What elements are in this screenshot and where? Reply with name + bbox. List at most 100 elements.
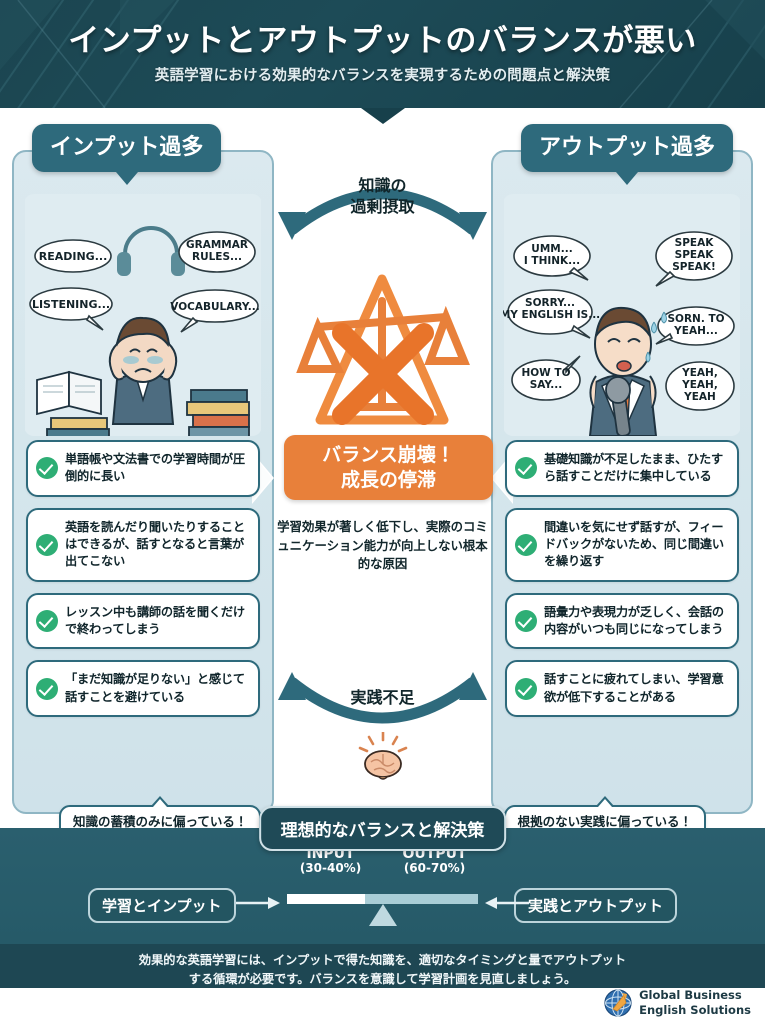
svg-text:RULES...: RULES...	[192, 251, 242, 263]
practice-output-pill[interactable]: 実践とアウトプット	[513, 888, 677, 923]
bottom-curved-arrow	[278, 672, 487, 724]
svg-text:YEAH...: YEAH...	[673, 325, 718, 337]
right-illustration: UMM... I THINK... SPEAK SPEAK SPEAK! SOR…	[503, 194, 741, 436]
speech-bubble-speak: SPEAK SPEAK SPEAK!	[655, 231, 733, 287]
input-percentage: (30-40%)	[299, 861, 362, 876]
center-note: 学習効果が著しく低下し、実際のコミュニケーション能力が向上しない根本的な原因	[277, 519, 488, 572]
brand-logo: Global Business English Solutions	[604, 988, 751, 1017]
check-circle-icon	[36, 533, 58, 556]
balance-bar-zone: INPUT (30-40%) OUTPUT (60-70%)	[287, 846, 478, 926]
speech-bubble-sorn-to-yeah: SORN. TO YEAH...	[655, 306, 735, 346]
book-stack-right	[186, 389, 250, 436]
open-book-left	[36, 370, 102, 416]
svg-text:SORN. TO: SORN. TO	[667, 313, 724, 325]
nervous-speaker-with-microphone-illustration: UMM... I THINK... SPEAK SPEAK SPEAK! SOR…	[503, 194, 740, 436]
broken-balance-scale-icon	[296, 274, 470, 425]
svg-text:HOW TO: HOW TO	[521, 367, 570, 379]
top-curved-arrow	[278, 188, 487, 240]
balance-collapse-line2: 成長の停滞	[340, 468, 436, 491]
list-item[interactable]: 英語を読んだり聞いたりすることはできるが、話すとなると言葉が出てこない	[26, 507, 260, 582]
brand-line1: Global Business	[639, 988, 742, 1002]
center-column: 知識の 過剰摂取 バ	[276, 150, 493, 810]
list-item-label: 「まだ知識が足りない」と感じて話すことを避けている	[65, 672, 245, 704]
header-decoration-lines	[0, 0, 765, 108]
page-subtitle: 英語学習における効果的なバランスを実現するための問題点と解決策	[154, 68, 611, 84]
page-title: インプットとアウトプットのバランスが悪い	[68, 23, 697, 59]
left-callout-label: 知識の蓄積のみに偏っている！	[73, 814, 248, 830]
svg-text:YEAH: YEAH	[683, 391, 716, 403]
learning-input-pill[interactable]: 学習とインプット	[88, 888, 236, 923]
svg-text:YEAH,: YEAH,	[681, 367, 718, 379]
speech-bubble-umm: UMM... I THINK...	[513, 235, 591, 281]
list-item-label: レッスン中も講師の話を聞くだけで終わってしまう	[65, 604, 245, 636]
microphone-icon	[605, 376, 631, 436]
top-arc-label-line1: 知識の	[358, 176, 407, 195]
header-notch	[360, 108, 405, 124]
student-figure	[108, 316, 178, 425]
right-panel-output-overload: アウトプット過多 UMM... I THINK... SPEAK SPEAK	[491, 124, 753, 840]
ideal-balance-badge: 理想的なバランスと解決策	[258, 806, 507, 851]
book-stack-bottom	[46, 417, 110, 436]
balance-fulcrum-triangle	[369, 904, 397, 926]
list-item[interactable]: 「まだ知識が足りない」と感じて話すことを避けている	[26, 660, 260, 717]
list-item[interactable]: 単語帳や文法書での学習時間が圧倒的に長い	[26, 440, 260, 497]
left-callout-tail	[151, 796, 170, 808]
right-items-list: 基礎知識が不足したまま、ひたすら話すことだけに集中している 間違いを気にせず話す…	[505, 440, 739, 728]
list-item[interactable]: 話すことに疲れてしまい、学習意欲が低下することがある	[505, 660, 739, 717]
check-circle-icon	[515, 457, 537, 480]
svg-text:VOCABULARY...: VOCABULARY...	[170, 301, 259, 313]
check-circle-icon	[515, 609, 537, 632]
list-item[interactable]: 語彙力や表現力が乏しく、会話の内容がいつも同じになってしまう	[505, 592, 739, 650]
list-item[interactable]: レッスン中も講師の話を聞くだけで終わってしまう	[26, 592, 260, 650]
left-items-list: 単語帳や文法書での学習時間が圧倒的に長い 英語を読んだり聞いたりすることはできる…	[26, 440, 260, 728]
arrow-right-to-bar-icon	[236, 897, 280, 909]
brain-idea-icon	[358, 732, 407, 780]
list-item-label: 基礎知識が不足したまま、ひたすら話すことだけに集中している	[544, 452, 723, 484]
balance-bar	[287, 894, 478, 904]
left-illustration: READING... GRAMMAR RULES... LISTENING...…	[24, 194, 262, 436]
balance-scale-wrapper	[294, 265, 471, 430]
check-circle-icon	[36, 609, 58, 632]
right-panel-badge-label: アウトプット過多	[538, 135, 715, 160]
check-circle-icon	[515, 677, 537, 700]
footer-note-line1: 効果的な英語学習には、インプットで得た知識を、適切なタイミングと量でアウトプット	[138, 953, 627, 967]
speaker-figure	[588, 306, 667, 436]
globe-arrow-logo-icon	[604, 989, 632, 1017]
svg-text:UMM...: UMM...	[531, 243, 572, 255]
svg-text:I THINK...: I THINK...	[524, 255, 580, 267]
svg-text:LISTENING...: LISTENING...	[32, 298, 110, 311]
right-callout-label: 根拠のない実践に偏っている！	[517, 814, 692, 830]
speech-bubble-how-to-say: HOW TO SAY...	[511, 355, 581, 401]
svg-text:SPEAK!: SPEAK!	[672, 261, 715, 273]
header-banner: インプットとアウトプットのバランスが悪い 英語学習における効果的なバランスを実現…	[0, 0, 765, 108]
left-panel-badge: インプット過多	[32, 124, 222, 185]
speech-bubble-vocabulary: VOCABULARY...	[170, 289, 260, 333]
list-item-label: 語彙力や表現力が乏しく、会話の内容がいつも同じになってしまう	[544, 604, 724, 636]
list-item-label: 間違いを気にせず話すが、フィードバックがないため、同じ間違いを繰り返す	[544, 519, 724, 569]
speech-bubble-reading: READING...	[34, 239, 112, 273]
left-panel-badge-label: インプット過多	[50, 135, 204, 160]
left-badge-tail	[115, 172, 138, 185]
balance-bar-output-segment	[365, 894, 478, 904]
list-item[interactable]: 基礎知識が不足したまま、ひたすら話すことだけに集中している	[505, 440, 739, 497]
list-item-label: 英語を読んだり聞いたりすることはできるが、話すとなると言葉が出てこない	[65, 519, 245, 569]
arrow-left-to-bar-icon	[485, 897, 529, 909]
svg-text:SAY...: SAY...	[530, 379, 563, 391]
right-badge-tail	[615, 172, 638, 185]
footer-note: 効果的な英語学習には、インプットで得た知識を、適切なタイミングと量でアウトプット…	[0, 944, 765, 988]
bottom-arc-label: 実践不足	[350, 688, 415, 707]
speech-bubble-listening: LISTENING...	[29, 287, 113, 331]
speech-bubble-grammar-rules: GRAMMAR RULES...	[178, 231, 256, 273]
ideal-balance-section: 理想的なバランスと解決策 学習とインプット 実践とアウトプット INPUT (3…	[0, 806, 765, 944]
svg-text:SPEAK: SPEAK	[675, 249, 715, 261]
svg-text:GRAMMAR: GRAMMAR	[186, 239, 248, 251]
list-item-label: 話すことに疲れてしまい、学習意欲が低下することがある	[544, 672, 724, 704]
svg-text:YEAH,: YEAH,	[681, 379, 718, 391]
speech-bubble-sorry: SORRY... MY ENGLISH IS...	[503, 289, 600, 339]
check-circle-icon	[36, 677, 58, 700]
svg-text:SPEAK: SPEAK	[675, 237, 715, 249]
output-percentage: (60-70%)	[403, 861, 466, 876]
list-item[interactable]: 間違いを気にせず話すが、フィードバックがないため、同じ間違いを繰り返す	[505, 507, 739, 582]
list-item-label: 単語帳や文法書での学習時間が圧倒的に長い	[65, 452, 245, 484]
top-arc-label: 知識の 過剰摂取	[276, 176, 489, 218]
